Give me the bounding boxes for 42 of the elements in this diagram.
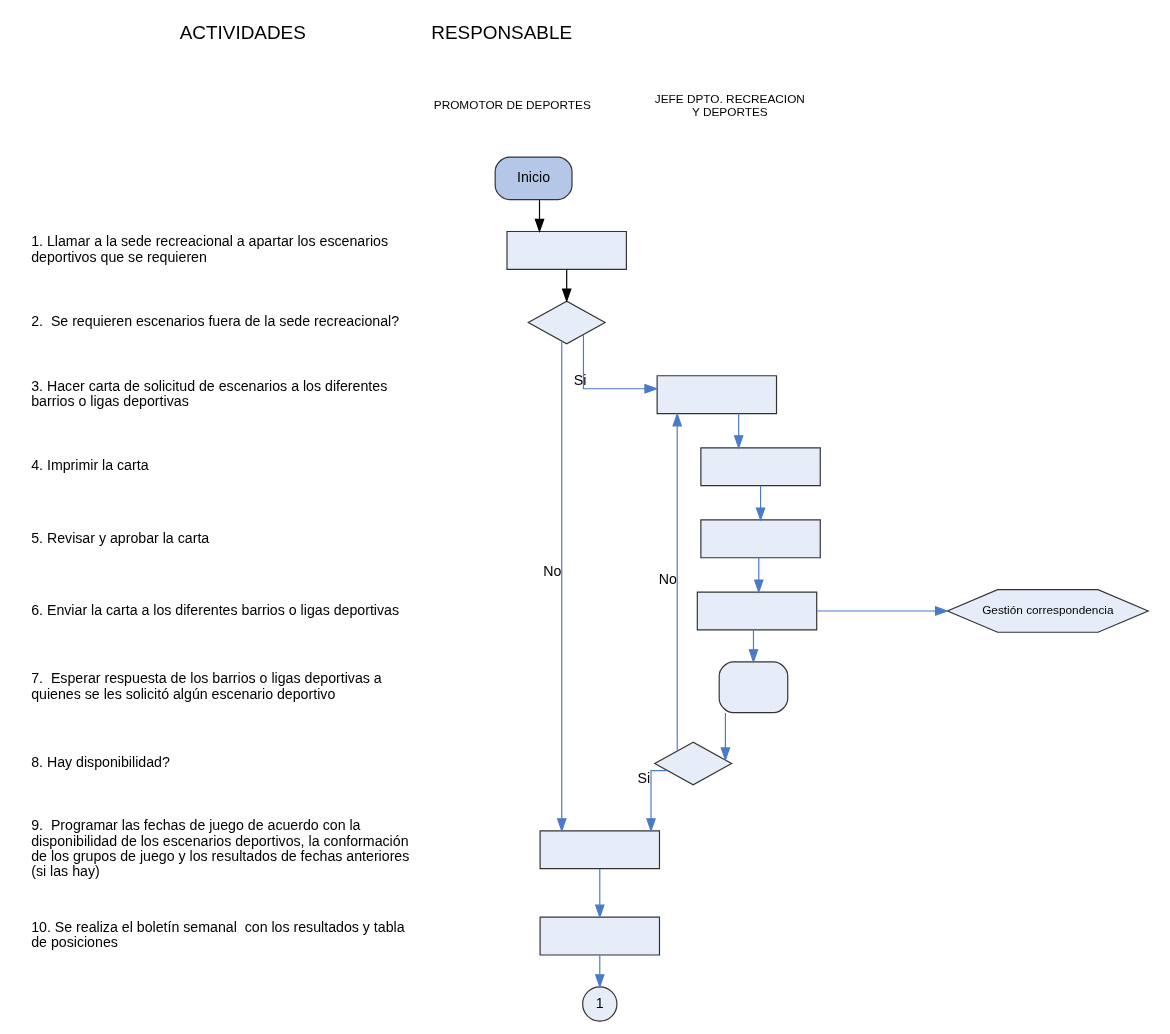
arrow — [720, 712, 731, 762]
label: 8. Hay disponibilidad? — [31, 754, 170, 771]
label: 2. Se requieren escenarios fuera de la sede recreacional? — [31, 313, 400, 330]
arrow — [672, 412, 683, 752]
node-box: Inicio — [494, 156, 573, 201]
node-box — [539, 916, 661, 956]
arrow — [582, 334, 659, 394]
node-box — [656, 375, 778, 415]
label: ACTIVIDADES — [179, 21, 306, 43]
label: 7. Esperar respuesta de los barrios o ligas deportivas a quienes se les solicitó algún escenario deportivo — [31, 670, 382, 702]
edge-label: No — [658, 571, 677, 588]
edge-label: Si — [637, 769, 651, 786]
arrow — [646, 770, 668, 833]
node-box — [506, 230, 627, 270]
label: 3. Hacer carta de solicitud de escenarios a los diferentes barrios o ligas deportivas — [31, 377, 388, 409]
label: JEFE DPTO. RECREACION Y DEPORTES — [654, 91, 805, 119]
label: 4. Imprimir la carta — [31, 457, 149, 474]
arrow — [748, 629, 759, 664]
label: 5. Revisar y aprobar la carta — [31, 529, 210, 546]
arrow — [594, 954, 605, 989]
arrow — [534, 199, 545, 234]
label: 10. Se realiza el boletín semanal con los resultados y tabla de posiciones — [31, 919, 405, 951]
node-box — [700, 447, 821, 487]
arrow — [753, 557, 764, 594]
node-box — [700, 519, 821, 559]
arrow — [733, 413, 744, 450]
label: 6. Enviar la carta a los diferentes barrios o ligas deportivas — [31, 601, 400, 618]
arrow — [755, 485, 766, 522]
label: RESPONSABLE — [431, 21, 573, 43]
node-circle: 1 — [582, 986, 618, 1022]
label: PROMOTOR DE DEPORTES — [433, 98, 591, 113]
node-box — [539, 830, 661, 870]
label: 1. Llamar a la sede recreacional a apartar los escenarios deportivos que se requieren — [31, 233, 389, 265]
arrow — [816, 606, 950, 616]
node-delay — [718, 661, 789, 714]
edge-label: No — [543, 563, 562, 580]
arrow — [561, 268, 572, 303]
arrow — [556, 340, 567, 833]
label: 9. Programar las fechas de juego de acuerdo con la disponibilidad de los escenarios deportivos, la conformación de los grupos de juego y los resultados de fechas anteriores (si las hay) — [31, 817, 410, 880]
node-box — [696, 591, 818, 631]
arrow — [594, 868, 605, 919]
node-diamond — [527, 300, 607, 345]
